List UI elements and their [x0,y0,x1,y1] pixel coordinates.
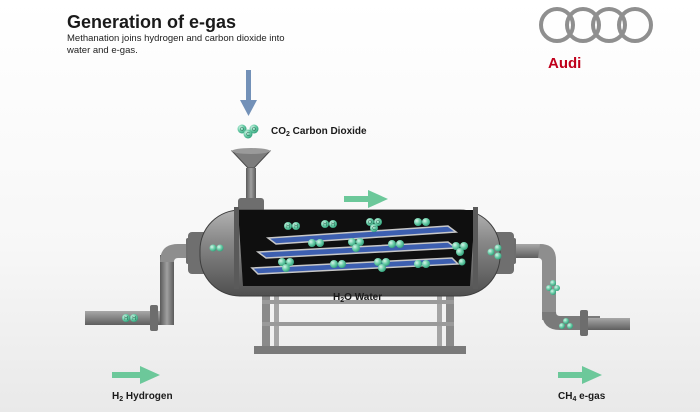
funnel-icon [230,148,272,212]
atom-letter: H [286,224,290,230]
catalyst-plates [250,225,460,275]
egas-label: CH4 e-gas [558,391,606,403]
atom-letter: H [132,316,136,322]
reactor-molecules [278,218,468,272]
diagram-subtitle: Methanation joins hydrogen and carbon di… [67,33,285,56]
atom-letter: H [323,222,327,228]
down-arrow-icon [240,70,257,116]
co2-molecule-icon [237,124,259,139]
atom-letter: O [240,127,244,133]
methane-molecule-icon [546,280,573,329]
brand-name: Audi [548,55,582,72]
hydrogen-flow-arrow-icon [112,366,160,384]
co2-label: CO2 Carbon Dioxide [271,126,367,138]
diagram-title: Generation of e-gas [67,12,237,32]
atom-letter: C [246,132,250,138]
reactor-tank [188,207,514,297]
water-label: H2O Water [333,292,383,304]
hydrogen-molecule-icon [122,314,138,322]
four-rings-logo [539,7,653,43]
egas-outlet-pipe [508,238,630,336]
atom-letter: H [331,222,335,228]
atom-letter: O [252,127,256,133]
flow-arrow-icon [344,190,388,208]
hydrogen-label: H2 Hydrogen [112,391,173,403]
atom-letter: O [376,220,380,226]
egas-flow-arrow-icon [558,366,602,384]
support-stand [254,280,466,354]
hydrogen-inlet-pipe [85,238,196,331]
atom-letter: C [372,226,376,232]
flange-molecules [209,244,502,260]
atom-letter: H [124,316,128,322]
atom-letter: H [294,224,298,230]
atom-letter: O [368,220,372,226]
